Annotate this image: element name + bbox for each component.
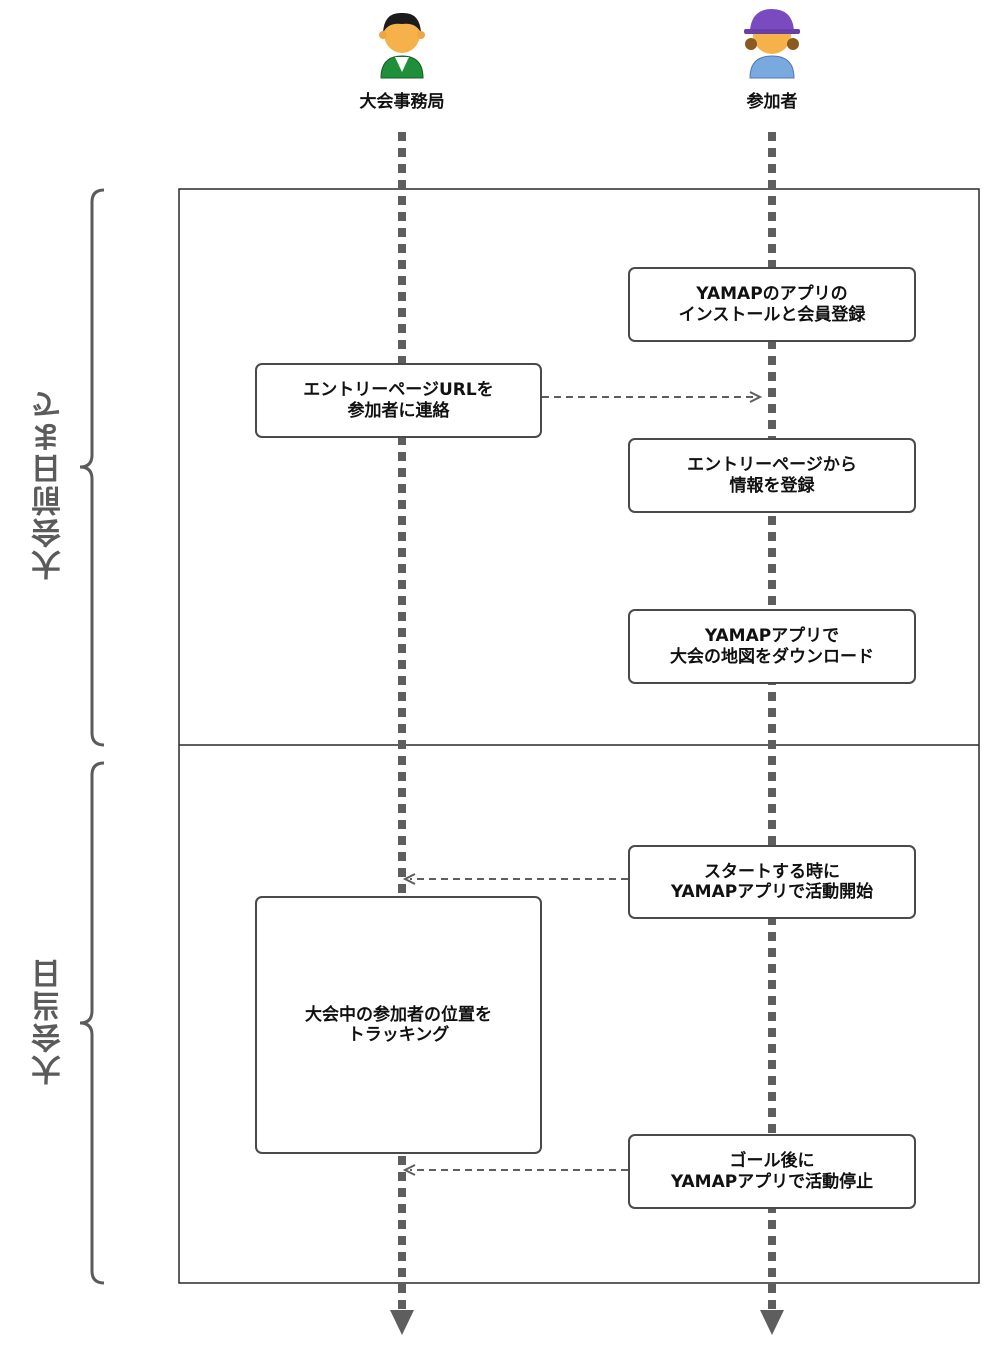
participant-actor-label: 参加者 [746, 92, 798, 112]
office-lifeline-arrowhead [390, 1310, 414, 1335]
step-line: エントリーページURLを [303, 380, 494, 401]
step-line: ゴール後に [729, 1151, 815, 1172]
step-line: 参加者に連絡 [347, 400, 450, 421]
step-line: エントリーページから [687, 455, 857, 476]
download-map-step: YAMAPアプリで 大会の地図をダウンロード [628, 609, 916, 684]
day-phase-label: 大会当日 [32, 957, 67, 1085]
install-app-step: YAMAPのアプリの インストールと会員登録 [628, 267, 916, 342]
entry-url-arrowhead [749, 391, 763, 403]
step-line: YAMAPアプリで [704, 626, 840, 647]
register-info-step: エントリーページから 情報を登録 [628, 438, 916, 513]
tracking-step: 大会中の参加者の位置を トラッキング [255, 896, 542, 1154]
start-arrowhead [402, 873, 416, 885]
entry-url-step: エントリーページURLを 参加者に連絡 [255, 363, 542, 438]
staff-person-icon [379, 12, 425, 79]
before-phase-label: 大会前日まで [32, 388, 67, 580]
step-line: 情報を登録 [729, 475, 815, 496]
office-actor-label: 大会事務局 [359, 92, 445, 112]
day-phase-brace [79, 761, 105, 1285]
step-line: 大会中の参加者の位置を [305, 1004, 492, 1025]
step-line: YAMAPアプリで活動開始 [670, 882, 874, 902]
phase-frame [178, 188, 980, 1284]
participant-person-icon [744, 9, 800, 79]
step-line: トラッキング [347, 1025, 450, 1045]
start-activity-step: スタートする時に YAMAPアプリで活動開始 [628, 845, 916, 919]
step-line: YAMAPアプリで活動停止 [670, 1171, 874, 1192]
step-line: 大会の地図をダウンロード [670, 646, 874, 667]
stop-activity-step: ゴール後に YAMAPアプリで活動停止 [628, 1134, 916, 1209]
goal-arrowhead [402, 1164, 416, 1176]
participant-lifeline-arrowhead [760, 1310, 784, 1335]
step-line: インストールと会員登録 [678, 304, 866, 325]
step-line: スタートする時に [704, 861, 840, 882]
step-line: YAMAPのアプリの [696, 284, 848, 305]
before-phase-brace [79, 188, 105, 747]
